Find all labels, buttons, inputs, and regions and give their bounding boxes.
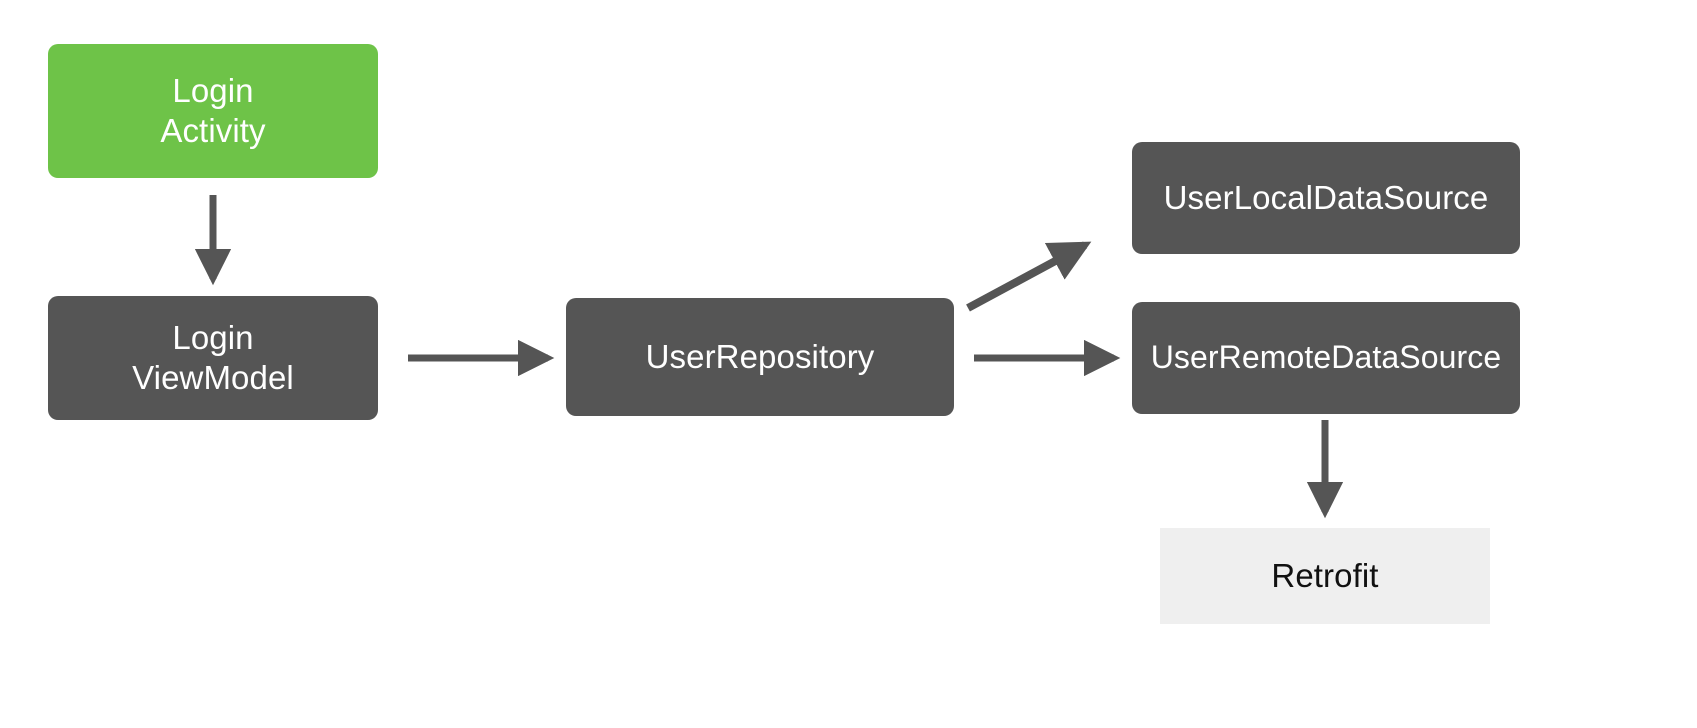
node-login-activity[interactable]: Login Activity xyxy=(48,44,378,178)
node-retrofit[interactable]: Retrofit xyxy=(1160,528,1490,624)
node-login-viewmodel[interactable]: Login ViewModel xyxy=(48,296,378,420)
node-user-local-data-source[interactable]: UserLocalDataSource xyxy=(1132,142,1520,254)
node-user-repository[interactable]: UserRepository xyxy=(566,298,954,416)
node-user-remote-data-source[interactable]: UserRemoteDataSource xyxy=(1132,302,1520,414)
arrow-repository-to-local xyxy=(966,241,1092,312)
